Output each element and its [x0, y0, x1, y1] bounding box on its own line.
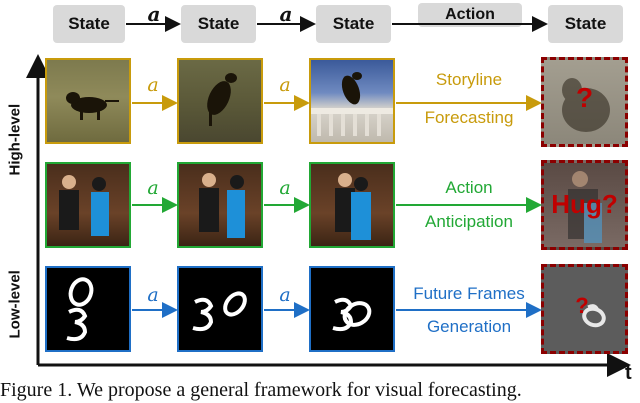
digits-frame-1 — [66, 277, 94, 342]
state-box-4: State — [548, 5, 623, 43]
row2-caption-line2: Anticipation — [425, 212, 513, 231]
row2-prediction-label: Hug? — [551, 189, 618, 219]
row1-frame-1 — [45, 58, 131, 144]
row2-frame-3 — [309, 162, 395, 248]
row1-prediction: ? — [541, 57, 628, 147]
row1-frame-3 — [309, 58, 395, 144]
row3-frame-1 — [45, 266, 131, 352]
transition-label-1: a — [147, 2, 161, 26]
state-label: State — [564, 14, 607, 33]
state-box-3: State — [316, 5, 391, 43]
state-label: State — [197, 14, 240, 33]
row2-arrow-label-2: a — [279, 177, 291, 199]
row3-question-mark: ? — [575, 293, 589, 318]
row3-arrow-label-2: a — [279, 284, 291, 306]
state-label: State — [68, 14, 110, 33]
blurred-dog-photo — [562, 78, 610, 132]
row1-frame-2 — [177, 58, 263, 144]
dog-running-photo — [66, 92, 119, 120]
figure-caption: Figure 1. We propose a general framework… — [0, 379, 522, 401]
row1-arrow-label-2: a — [279, 74, 291, 96]
row2-arrow-label-1: a — [147, 177, 159, 199]
row1-question-mark: ? — [575, 82, 594, 113]
row3-frame-3 — [309, 266, 395, 352]
x-axis-label: t — [625, 362, 632, 384]
row1-arrow-label-1: a — [147, 74, 159, 96]
two-people-closer-photo — [199, 173, 245, 238]
dog-on-balustrade-photo — [311, 72, 393, 136]
blurred-digits-photo — [582, 304, 606, 328]
row1-caption-line1: Storyline — [435, 70, 503, 89]
row2-frame-2 — [177, 162, 263, 248]
row2-caption-line1: Action — [445, 178, 493, 197]
state-box-1: State — [53, 5, 125, 43]
action-label: Action — [445, 6, 495, 23]
row2-frame-1 — [45, 162, 131, 248]
row3-frame-2 — [177, 266, 263, 352]
row3-prediction: ? — [541, 264, 628, 354]
digits-frame-2 — [192, 291, 247, 332]
y-axis-label-low: Low-level — [6, 270, 24, 339]
dog-jumping-photo — [207, 73, 237, 126]
y-axis-label-high: High-level — [6, 103, 24, 176]
row3-caption-line1: Future Frames — [413, 284, 525, 303]
transition-label-2: a — [279, 2, 293, 26]
row3-caption-line2: Generation — [426, 317, 512, 336]
row1-caption-line2: Forecasting — [424, 108, 514, 127]
two-people-embrace-photo — [335, 173, 371, 240]
state-box-2: State — [181, 5, 256, 43]
row3-arrow-label-1: a — [147, 284, 159, 306]
state-label: State — [332, 14, 375, 33]
digits-frame-3 — [332, 297, 372, 332]
blurred-hug-photo — [568, 171, 602, 243]
row2-prediction: Hug? — [541, 160, 628, 250]
two-people-photo — [59, 175, 109, 236]
